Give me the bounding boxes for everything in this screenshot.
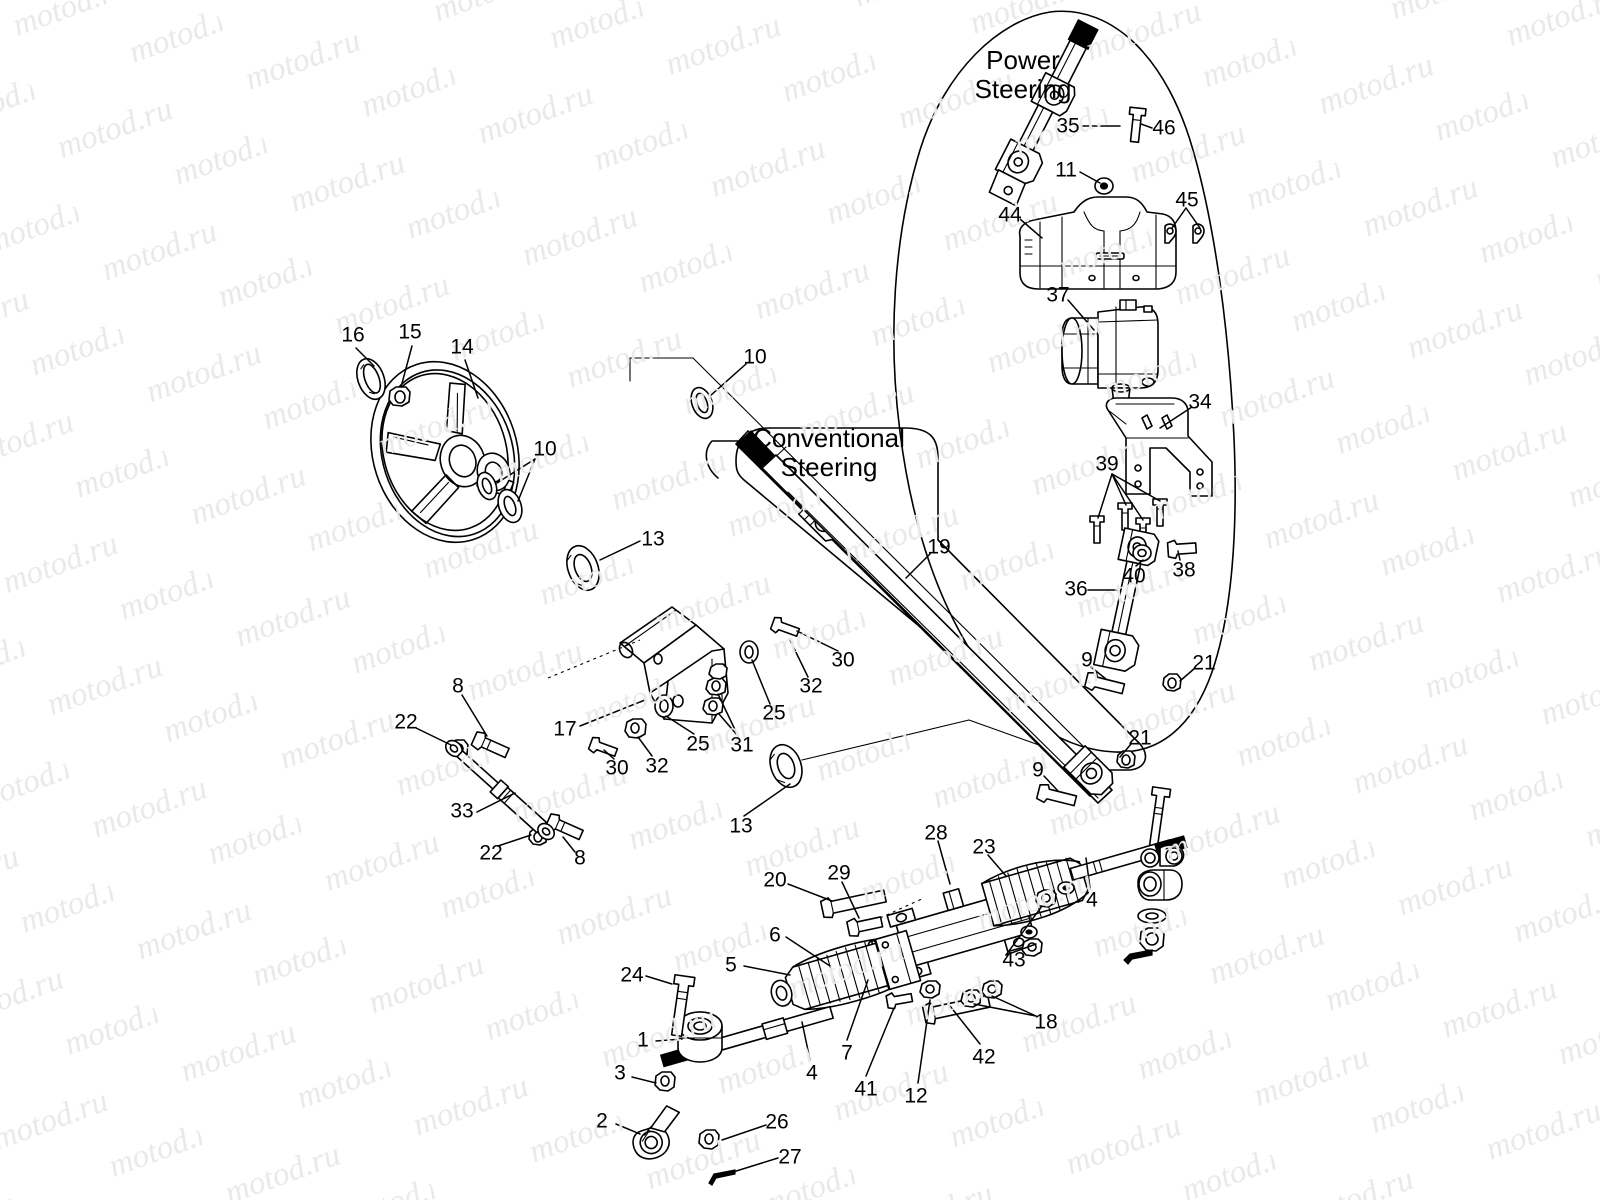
callout-number-9: 9 bbox=[1032, 758, 1044, 782]
callout-number-8: 8 bbox=[452, 674, 464, 698]
callout-number-39: 39 bbox=[1095, 452, 1119, 476]
callout-number-12: 12 bbox=[904, 1084, 928, 1108]
callout-number-45: 45 bbox=[1175, 188, 1199, 212]
callout-number-21: 21 bbox=[1192, 651, 1216, 675]
callout-number-8: 8 bbox=[574, 846, 586, 870]
callout-number-23: 23 bbox=[972, 835, 996, 859]
callout-number-32: 32 bbox=[645, 754, 669, 778]
callout-number-15: 15 bbox=[398, 320, 422, 344]
callout-number-13: 13 bbox=[641, 527, 665, 551]
callout-number-2: 2 bbox=[596, 1109, 608, 1133]
callout-number-14: 14 bbox=[450, 335, 474, 359]
callout-number-25: 25 bbox=[686, 732, 710, 756]
callout-number-11: 11 bbox=[1055, 158, 1077, 182]
callout-number-27: 27 bbox=[778, 1145, 802, 1169]
callout-number-25: 25 bbox=[762, 701, 786, 725]
callout-number-1: 1 bbox=[637, 1028, 649, 1052]
callout-number-37: 37 bbox=[1046, 283, 1070, 307]
callout-number-31: 31 bbox=[730, 733, 754, 757]
callout-number-20: 20 bbox=[763, 868, 787, 892]
callout-number-4: 4 bbox=[806, 1061, 818, 1085]
callout-number-30: 30 bbox=[605, 756, 629, 780]
callout-number-22: 22 bbox=[394, 710, 418, 734]
callout-number-24: 24 bbox=[620, 963, 644, 987]
callout-number-26: 26 bbox=[765, 1110, 789, 1134]
callout-number-7: 7 bbox=[841, 1041, 853, 1065]
callout-number-28: 28 bbox=[924, 821, 948, 845]
callout-number-36: 36 bbox=[1064, 577, 1088, 601]
power-steering-group: Power Steering bbox=[974, 44, 1072, 104]
callout-number-43: 43 bbox=[1002, 948, 1026, 972]
callout-number-6: 6 bbox=[769, 923, 781, 947]
callout-number-40: 40 bbox=[1122, 564, 1146, 588]
callout-number-30: 30 bbox=[831, 648, 855, 672]
callout-number-21: 21 bbox=[1128, 726, 1152, 750]
conventional-steering-group: Conventional Steering bbox=[753, 422, 905, 482]
callout-number-10: 10 bbox=[533, 437, 557, 461]
callout-number-22: 22 bbox=[479, 841, 503, 865]
callout-number-18: 18 bbox=[1034, 1010, 1058, 1034]
callout-number-44: 44 bbox=[998, 203, 1022, 227]
callout-number-46: 46 bbox=[1152, 116, 1176, 140]
callout-number-13: 13 bbox=[729, 814, 753, 838]
callout-number-19: 19 bbox=[927, 535, 951, 559]
callout-number-38: 38 bbox=[1172, 558, 1196, 582]
callout-number-5: 5 bbox=[725, 953, 737, 977]
callout-number-29: 29 bbox=[827, 861, 851, 885]
callout-number-17: 17 bbox=[553, 717, 577, 741]
callout-number-34: 34 bbox=[1188, 390, 1212, 414]
callout-number-9: 9 bbox=[1081, 648, 1093, 672]
callout-number-10: 10 bbox=[743, 345, 767, 369]
callout-number-41: 41 bbox=[854, 1077, 878, 1101]
callout-number-32: 32 bbox=[799, 674, 823, 698]
callout-number-35: 35 bbox=[1056, 114, 1080, 138]
callout-number-42: 42 bbox=[972, 1045, 996, 1069]
callout-number-16: 16 bbox=[341, 323, 365, 347]
callout-number-33: 33 bbox=[450, 799, 474, 823]
callout-number-4: 4 bbox=[1086, 888, 1098, 912]
callout-number-3: 3 bbox=[614, 1061, 626, 1085]
